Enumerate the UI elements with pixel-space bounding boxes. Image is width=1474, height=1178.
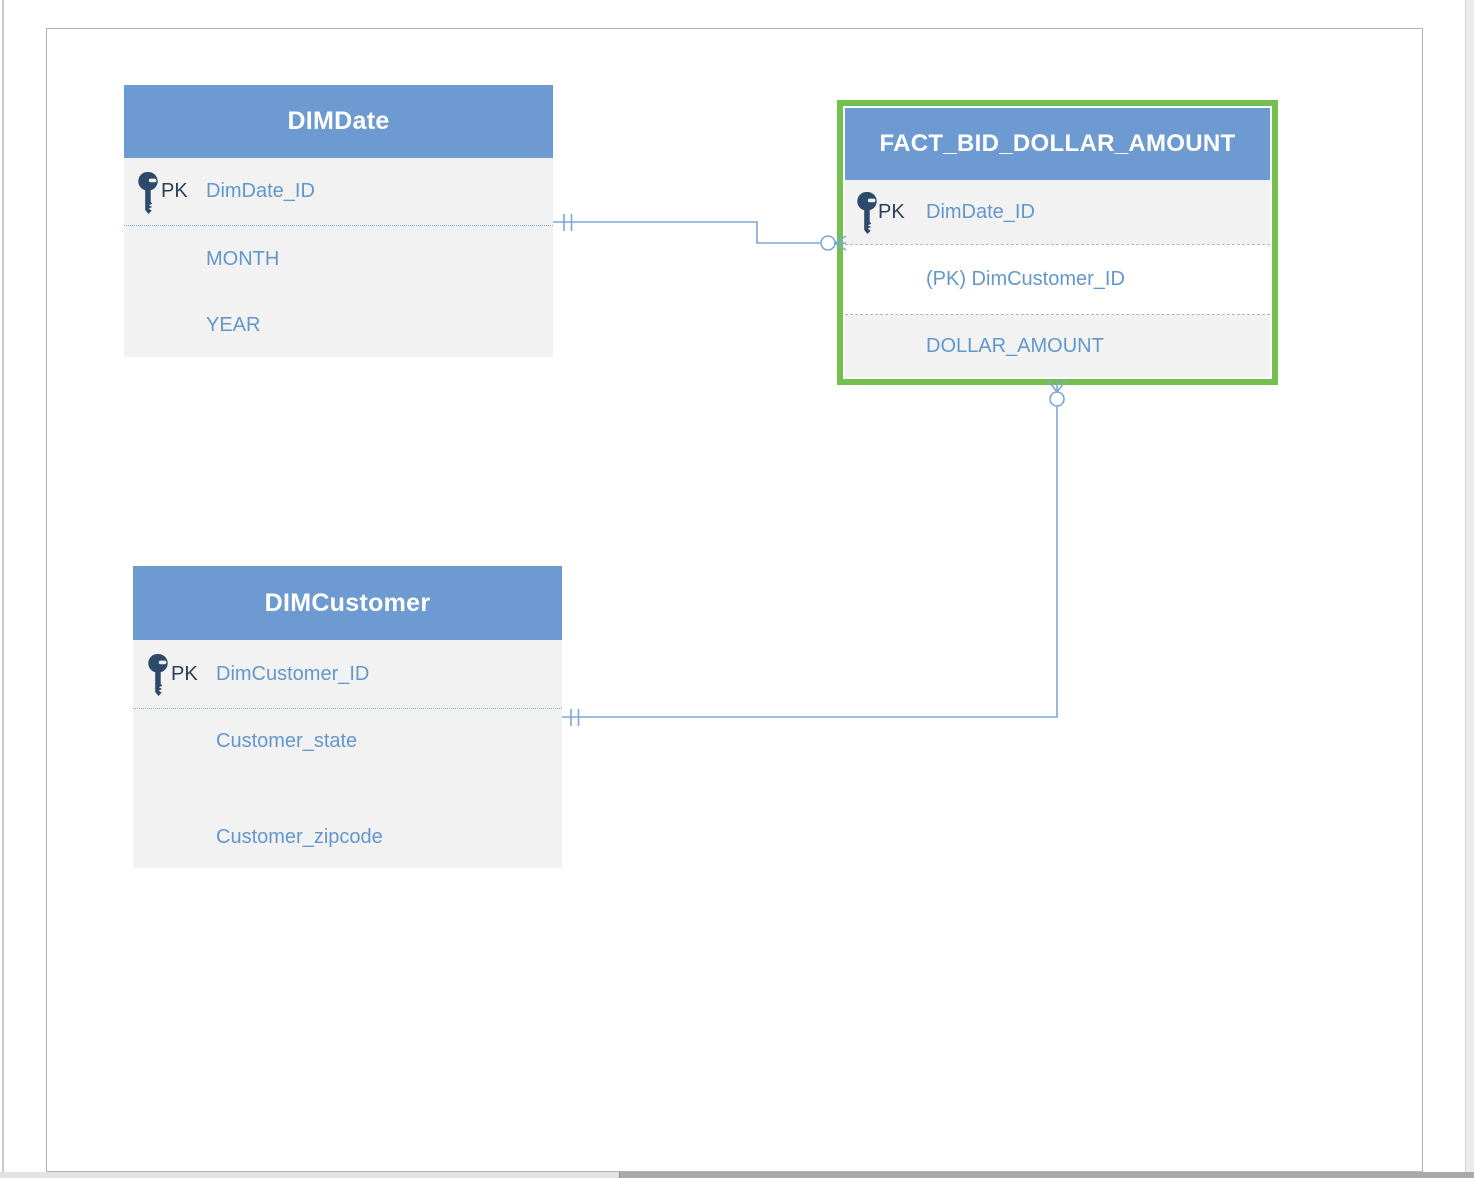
window-left-edge xyxy=(2,0,4,1172)
table-row[interactable]: Customer_state xyxy=(133,708,562,775)
vertical-scrollbar[interactable] xyxy=(1465,0,1474,1172)
column-name: DimCustomer_ID xyxy=(216,662,370,685)
primary-key-icon xyxy=(148,653,169,702)
pk-separator xyxy=(133,708,562,709)
table-title: FACT_BID_DOLLAR_AMOUNT xyxy=(879,130,1236,157)
table-fact-bid-dollar-amount[interactable]: FACT_BID_DOLLAR_AMOUNT PK DimDate_ID (PK… xyxy=(837,100,1278,385)
crow-foot-many xyxy=(1047,379,1067,394)
table-dimdate-header[interactable]: DIMDate xyxy=(124,85,553,158)
horizontal-scrollbar[interactable] xyxy=(0,1172,1474,1178)
table-row[interactable]: PK DimDate_ID xyxy=(845,180,1270,244)
column-name: DimDate_ID xyxy=(206,180,315,202)
crow-foot-many xyxy=(833,235,847,251)
table-dimcustomer-body: PK DimCustomer_ID Customer_state Custome… xyxy=(133,640,562,868)
one-and-only-one-marks xyxy=(563,214,573,231)
table-row[interactable]: Customer_zipcode xyxy=(133,810,562,864)
column-name: (PK) DimCustomer_ID xyxy=(926,268,1125,290)
table-row[interactable]: DOLLAR_AMOUNT xyxy=(845,315,1270,377)
table-row[interactable]: PK DimDate_ID xyxy=(124,158,553,225)
column-name: YEAR xyxy=(206,313,261,336)
connector-line[interactable] xyxy=(553,221,820,244)
column-name: DOLLAR_AMOUNT xyxy=(926,334,1104,357)
table-row-selected[interactable]: (PK) DimCustomer_ID xyxy=(845,244,1270,315)
pk-label: PK xyxy=(878,200,905,223)
pk-label: PK xyxy=(161,180,188,202)
pk-label: PK xyxy=(171,662,198,685)
pk-separator xyxy=(124,225,553,226)
column-name: Customer_state xyxy=(216,730,358,752)
primary-key-icon xyxy=(857,191,878,240)
table-row[interactable]: YEAR xyxy=(124,293,553,357)
horizontal-scrollbar-thumb[interactable] xyxy=(619,1172,1474,1178)
column-name: MONTH xyxy=(206,247,280,270)
connector-line[interactable] xyxy=(562,406,1058,718)
table-dimcustomer[interactable]: DIMCustomer PK DimCustomer_ID Customer_s… xyxy=(133,566,562,868)
table-row[interactable]: MONTH xyxy=(124,225,553,293)
table-dimdate-body: PK DimDate_ID MONTH YEAR xyxy=(124,158,553,357)
table-row[interactable]: PK DimCustomer_ID xyxy=(133,640,562,708)
one-and-only-one-marks xyxy=(570,709,580,726)
primary-key-icon xyxy=(138,171,159,220)
table-title: DIMCustomer xyxy=(264,588,431,617)
table-fact-header[interactable]: FACT_BID_DOLLAR_AMOUNT xyxy=(845,108,1270,180)
column-name: DimDate_ID xyxy=(926,200,1035,223)
table-title: DIMDate xyxy=(287,107,390,135)
column-name: Customer_zipcode xyxy=(216,825,383,848)
table-dimcustomer-header[interactable]: DIMCustomer xyxy=(133,566,562,640)
table-dimdate[interactable]: DIMDate PK DimDate_ID MONTH YEAR xyxy=(124,85,553,357)
